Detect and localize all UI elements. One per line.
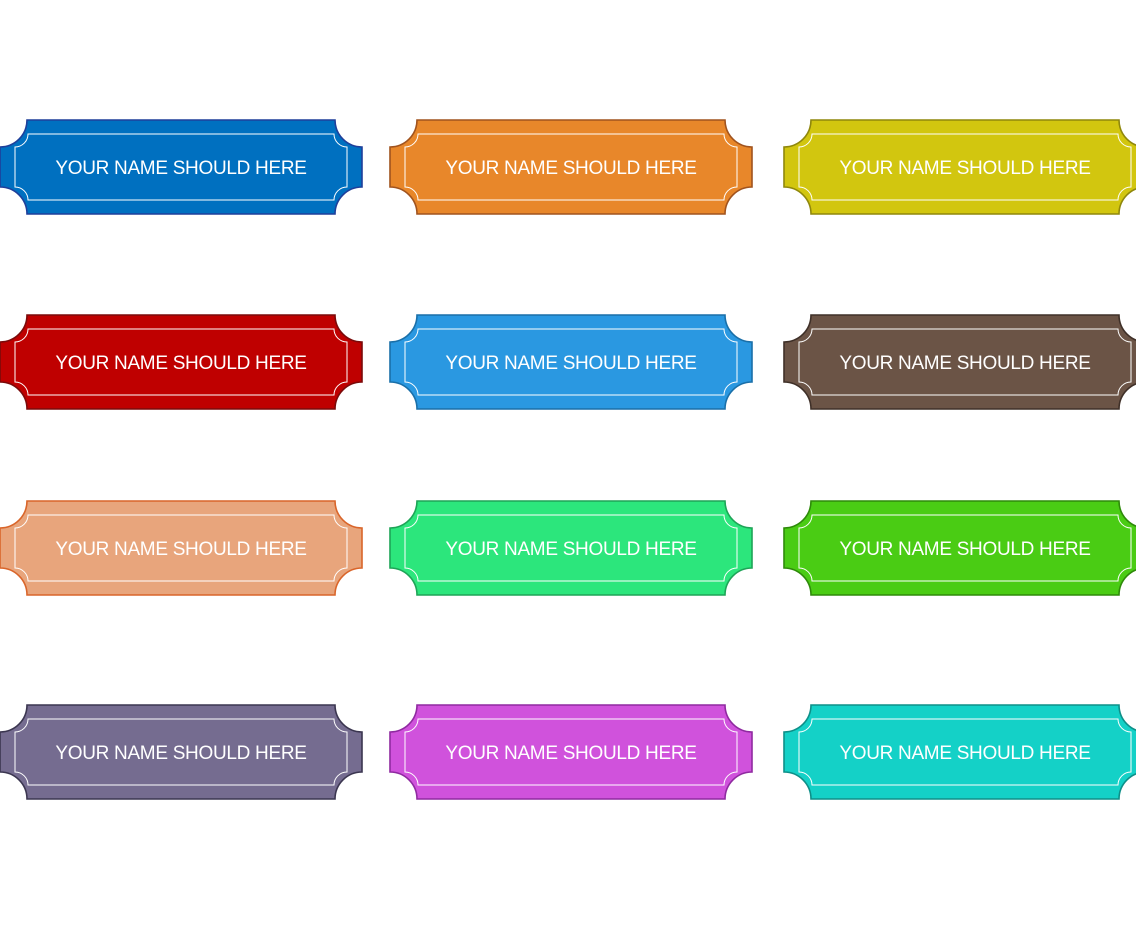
name-badge-8: YOUR NAME SHOULD HERE (389, 500, 753, 596)
badge-label: YOUR NAME SHOULD HERE (55, 353, 306, 374)
badge-inner-border (798, 514, 1132, 582)
badge-inner-border (798, 133, 1132, 201)
badge-label: YOUR NAME SHOULD HERE (445, 158, 696, 179)
name-badge-1: YOUR NAME SHOULD HERE (0, 119, 363, 215)
badge-inner-border (14, 514, 348, 582)
badge-label: YOUR NAME SHOULD HERE (55, 158, 306, 179)
badge-label: YOUR NAME SHOULD HERE (445, 353, 696, 374)
badge-label: YOUR NAME SHOULD HERE (445, 539, 696, 560)
name-badge-4: YOUR NAME SHOULD HERE (0, 314, 363, 410)
badge-inner-border (798, 718, 1132, 786)
badge-label: YOUR NAME SHOULD HERE (55, 539, 306, 560)
badge-label: YOUR NAME SHOULD HERE (839, 539, 1090, 560)
badge-label: YOUR NAME SHOULD HERE (839, 743, 1090, 764)
badge-shape (0, 314, 363, 410)
badge-inner-border (14, 718, 348, 786)
badge-inner-border (404, 718, 738, 786)
badge-shape (389, 500, 753, 596)
badge-inner-border (404, 133, 738, 201)
badge-inner-border (798, 328, 1132, 396)
badge-shape (389, 119, 753, 215)
badge-label: YOUR NAME SHOULD HERE (445, 743, 696, 764)
name-badge-10: YOUR NAME SHOULD HERE (0, 704, 363, 800)
badge-shape (0, 500, 363, 596)
name-badge-2: YOUR NAME SHOULD HERE (389, 119, 753, 215)
badge-label: YOUR NAME SHOULD HERE (55, 743, 306, 764)
badge-inner-border (404, 328, 738, 396)
badge-shape (783, 704, 1136, 800)
badge-shape (389, 314, 753, 410)
badge-label: YOUR NAME SHOULD HERE (839, 158, 1090, 179)
name-badge-7: YOUR NAME SHOULD HERE (0, 500, 363, 596)
badge-shape (783, 500, 1136, 596)
name-badge-12: YOUR NAME SHOULD HERE (783, 704, 1136, 800)
name-badge-11: YOUR NAME SHOULD HERE (389, 704, 753, 800)
badge-shape (0, 704, 363, 800)
name-badge-5: YOUR NAME SHOULD HERE (389, 314, 753, 410)
badge-shape (783, 119, 1136, 215)
badge-shape (389, 704, 753, 800)
badge-shape (0, 119, 363, 215)
badge-label: YOUR NAME SHOULD HERE (839, 353, 1090, 374)
badge-inner-border (14, 328, 348, 396)
badge-inner-border (404, 514, 738, 582)
name-badge-6: YOUR NAME SHOULD HERE (783, 314, 1136, 410)
badge-shape (783, 314, 1136, 410)
badge-inner-border (14, 133, 348, 201)
name-badge-3: YOUR NAME SHOULD HERE (783, 119, 1136, 215)
name-badge-9: YOUR NAME SHOULD HERE (783, 500, 1136, 596)
